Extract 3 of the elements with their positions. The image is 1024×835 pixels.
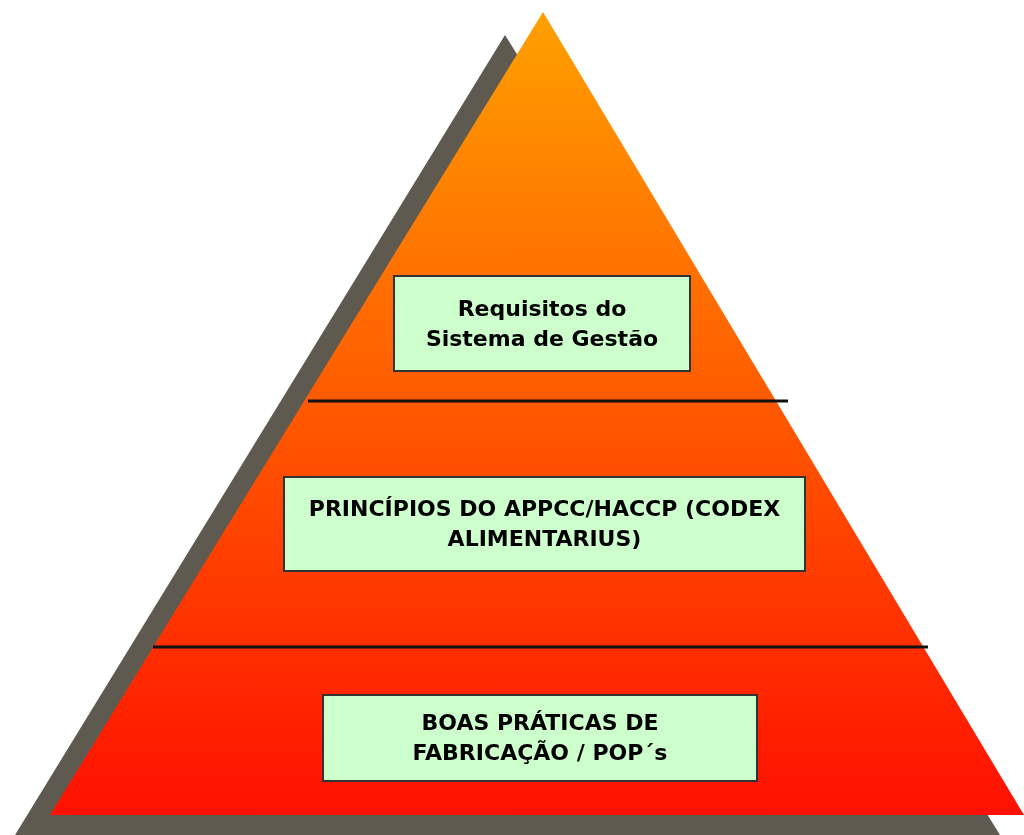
pyramid-level-label: BOAS PRÁTICAS DE FABRICAÇÃO / POP´s <box>322 694 758 782</box>
pyramid-level-label: PRINCÍPIOS DO APPCC/HACCP (CODEX ALIMENTARIUS) <box>283 476 806 572</box>
pyramid-level-label: Requisitos do Sistema de Gestão <box>393 275 691 372</box>
